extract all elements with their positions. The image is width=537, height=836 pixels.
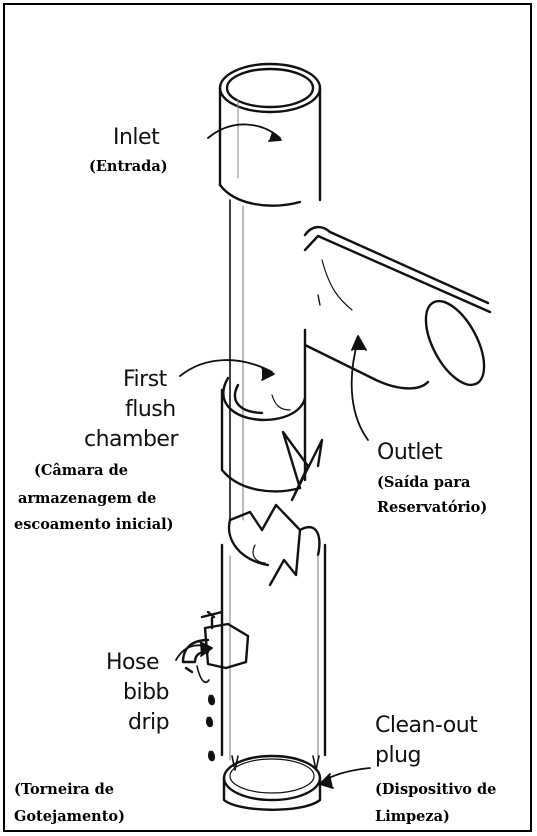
- clean-out-label-pt-line-1: (Dispositivo de: [375, 781, 497, 798]
- first-flush-label-line-1: First: [123, 367, 167, 392]
- first-flush-chamber-lower: [220, 503, 327, 761]
- hose-label-pt-line-1: (Torneira de: [14, 781, 115, 798]
- clean-out-label-line-1: Clean-out: [375, 713, 478, 738]
- hose-label-line-1: Hose: [106, 650, 160, 675]
- inlet-label: Inlet: [113, 125, 160, 150]
- diagram-frame: [3, 3, 532, 832]
- pointer-arrows: [175, 123, 371, 789]
- clean-out-label-pt-line-2: Limpeza): [375, 808, 450, 825]
- outlet-arrow: [350, 339, 369, 441]
- outlet-label-pt-line-1: (Saída para: [377, 474, 471, 491]
- inlet-label-pt: (Entrada): [89, 158, 168, 175]
- first-flush-label-pt-line-1: (Câmara de: [34, 462, 128, 479]
- outlet-label-pt-line-2: Reservatório): [377, 499, 488, 516]
- first-flush-chamber-upper: [220, 358, 324, 502]
- first-flush-label-line-2: flush: [125, 397, 176, 422]
- first-flush-label-pt-line-2: armazenagem de: [18, 490, 157, 507]
- hose-label-line-3: drip: [128, 710, 170, 735]
- hose-label-pt-line-2: Gotejamento): [14, 808, 125, 825]
- inlet-pipe: [218, 62, 322, 521]
- first-flush-arrow: [179, 359, 273, 377]
- hose-bibb-faucet: [181, 610, 250, 762]
- outlet-label: Outlet: [377, 440, 443, 465]
- hose-label-line-2: bibb: [123, 680, 170, 705]
- first-flush-label-pt-line-3: escoamento inicial): [14, 516, 174, 533]
- clean-out-label-line-2: plug: [375, 743, 422, 768]
- clean-out-plug: [222, 754, 322, 811]
- outlet-pipe: [303, 225, 492, 390]
- first-flush-label-line-3: chamber: [84, 427, 179, 452]
